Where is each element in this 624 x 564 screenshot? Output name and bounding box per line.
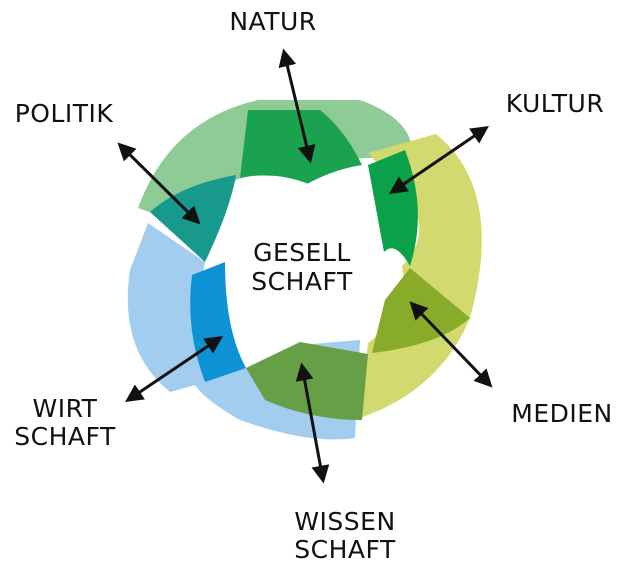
center-area bbox=[227, 175, 395, 341]
label-natur: NATUR bbox=[229, 7, 317, 36]
center-label-line1: GESELL bbox=[253, 238, 351, 267]
label-wissenschaft-line1: WISSEN bbox=[294, 507, 396, 536]
center-label-line2: SCHAFT bbox=[251, 267, 353, 296]
label-kultur: KULTUR bbox=[505, 89, 605, 118]
label-wirtschaft: WIRT SCHAFT bbox=[0, 395, 130, 451]
label-medien: MEDIEN bbox=[511, 399, 613, 428]
arrow-wirtschaft bbox=[125, 335, 223, 403]
label-politik: POLITIK bbox=[14, 99, 114, 128]
label-wissenschaft-line2: SCHAFT bbox=[294, 535, 396, 564]
arrow-medien bbox=[409, 301, 493, 388]
arrow-kultur bbox=[389, 125, 489, 195]
label-wirtschaft-line1: WIRT bbox=[32, 394, 98, 423]
arrow-natur bbox=[278, 48, 316, 164]
label-wirtschaft-line2: SCHAFT bbox=[14, 422, 116, 451]
label-wissenschaft: WISSEN SCHAFT bbox=[270, 508, 420, 564]
center-label: GESELL SCHAFT bbox=[232, 238, 372, 296]
arrow-wissenschaft bbox=[295, 362, 330, 484]
arrow-politik bbox=[117, 142, 201, 225]
